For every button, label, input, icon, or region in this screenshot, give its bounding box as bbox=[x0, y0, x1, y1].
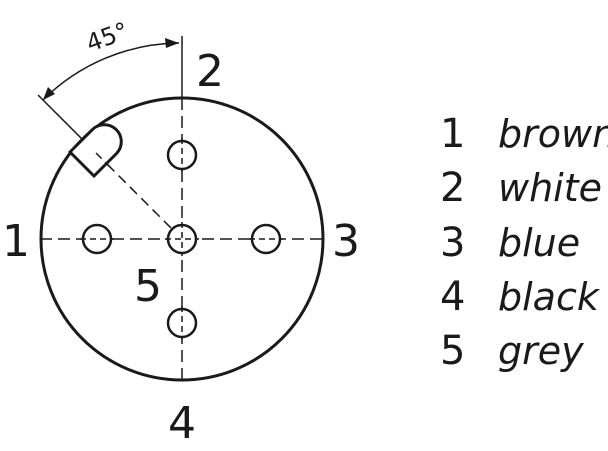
pin-label-4: 4 bbox=[168, 398, 196, 449]
pin-contact-3 bbox=[250, 223, 282, 255]
angle-arrowhead-left bbox=[43, 87, 55, 100]
legend-number: 1 bbox=[440, 111, 465, 157]
pin-contact-1 bbox=[81, 223, 113, 255]
angle-arc bbox=[42, 42, 180, 101]
legend-number: 4 bbox=[440, 274, 465, 320]
legend-color-name: brown bbox=[498, 112, 608, 156]
pin-label-3: 3 bbox=[332, 216, 360, 267]
legend-color-name: black bbox=[498, 275, 601, 319]
angle-arrowhead bbox=[165, 38, 179, 48]
legend-color-name: grey bbox=[498, 329, 584, 373]
pin-contact-4 bbox=[166, 307, 198, 339]
pin-contact-5 bbox=[166, 223, 198, 255]
legend-color-name: blue bbox=[498, 221, 580, 265]
pin-label-2: 2 bbox=[196, 46, 224, 97]
coding-key-dash bbox=[95, 152, 113, 170]
legend-color-name: white bbox=[498, 166, 602, 210]
legend-number: 3 bbox=[440, 220, 465, 266]
pin-contact-2 bbox=[166, 139, 198, 171]
legend-number: 5 bbox=[440, 328, 465, 374]
pin-label-1: 1 bbox=[2, 216, 30, 267]
coding-key bbox=[67, 123, 123, 179]
wire-color-legend: 1 brown 2 white 3 blue 4 black 5 grey bbox=[440, 111, 608, 374]
pin-label-5: 5 bbox=[134, 261, 162, 312]
legend-number: 2 bbox=[440, 165, 465, 211]
